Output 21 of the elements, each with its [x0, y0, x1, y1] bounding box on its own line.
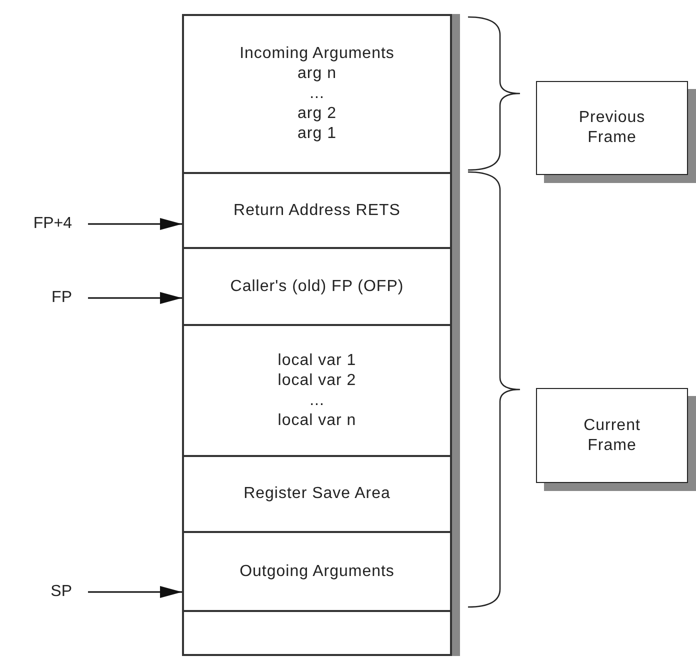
slot-text: local var 1	[278, 350, 356, 370]
slot-text: Incoming Arguments	[240, 44, 394, 64]
pointer-label: FP	[52, 286, 72, 310]
slot-text: arg 1	[298, 124, 336, 144]
slot-text: Return Address RETS	[234, 200, 400, 220]
pointer-label: FP+4	[33, 212, 72, 236]
slot-text: local var 2	[278, 370, 356, 390]
slot-text: Register Save Area	[244, 484, 390, 504]
arrow	[88, 292, 182, 304]
arrow	[88, 586, 182, 598]
slot-text: ...	[310, 390, 324, 410]
slot-text: Previous Frame	[578, 108, 646, 148]
slot-text: ...	[310, 84, 324, 104]
slot-text: local var n	[278, 410, 356, 430]
slot-text: arg n	[298, 64, 336, 84]
slot-text: Outgoing Arguments	[240, 562, 394, 582]
arrow	[88, 218, 182, 230]
slot-text: arg 2	[298, 104, 336, 124]
slot-text: Caller's (old) FP (OFP)	[230, 276, 404, 296]
slot-text: Current Frame	[582, 416, 642, 456]
pointer-label: SP	[50, 580, 72, 604]
